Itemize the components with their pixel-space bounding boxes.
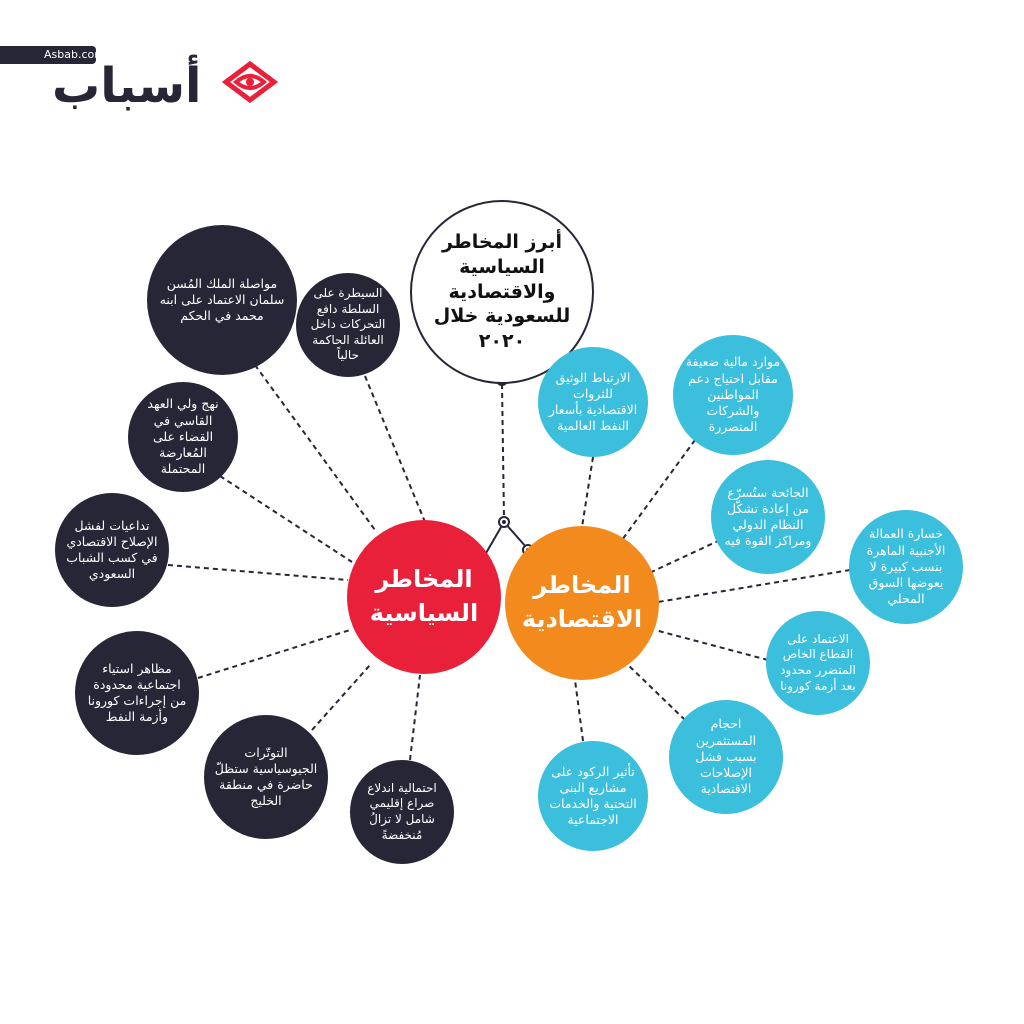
economic-risk-item: الجائحة ستُسرّع من إعادة تشكّل النظام ال… [711, 460, 825, 574]
political-risk-item: مواصلة الملك المُسن سلمان الاعتماد على ا… [147, 225, 297, 375]
brand-name: أسباب [52, 58, 202, 114]
eye-logo-icon [222, 60, 278, 104]
political-risk-item: تداعيات لفشل الإصلاح الاقتصادي في كسب ال… [55, 493, 169, 607]
economic-risk-item: موارد مالية ضعيفة مقابل احتياج دعم الموا… [673, 335, 793, 455]
political-risk-item: مظاهر استياء اجتماعية محدودة من إجراءات … [75, 631, 199, 755]
political-risk-item: نهج ولي العهد القاسي في القضاء على المُع… [128, 382, 238, 492]
economic-risk-item: الارتباط الوثيق للثروات الاقتصادية بأسعا… [538, 347, 648, 457]
economic-risk-item: الاعتماد على القطاع الخاص المتضرر محدود … [766, 611, 870, 715]
economic-risks-hub: المخاطر الاقتصادية [505, 526, 659, 680]
political-risks-hub: المخاطر السياسية [347, 520, 501, 674]
political-risk-item: التوتّرات الجيوسياسية ستظلّ حاضرة في منط… [204, 715, 328, 839]
brand-url: Asbab.com [44, 48, 105, 61]
political-risk-item: السيطرة على السلطة دافع التحركات داخل ال… [296, 273, 400, 377]
economic-risk-item: احجام المستثمرين بسبب فشل الإصلاحات الاق… [669, 700, 783, 814]
economic-risk-item: خسارة العمالة الأجنبية الماهرة بنسب كبير… [849, 510, 963, 624]
brand-url-bar [0, 46, 96, 64]
diagram-title: أبرز المخاطر السياسية والاقتصادية للسعود… [410, 200, 594, 384]
economic-risk-item: تأثير الركود على مشاريع البنى التحتية وا… [538, 741, 648, 851]
political-risk-item: احتمالية اندلاع صراع إقليمي شامل لا تزال… [350, 760, 454, 864]
